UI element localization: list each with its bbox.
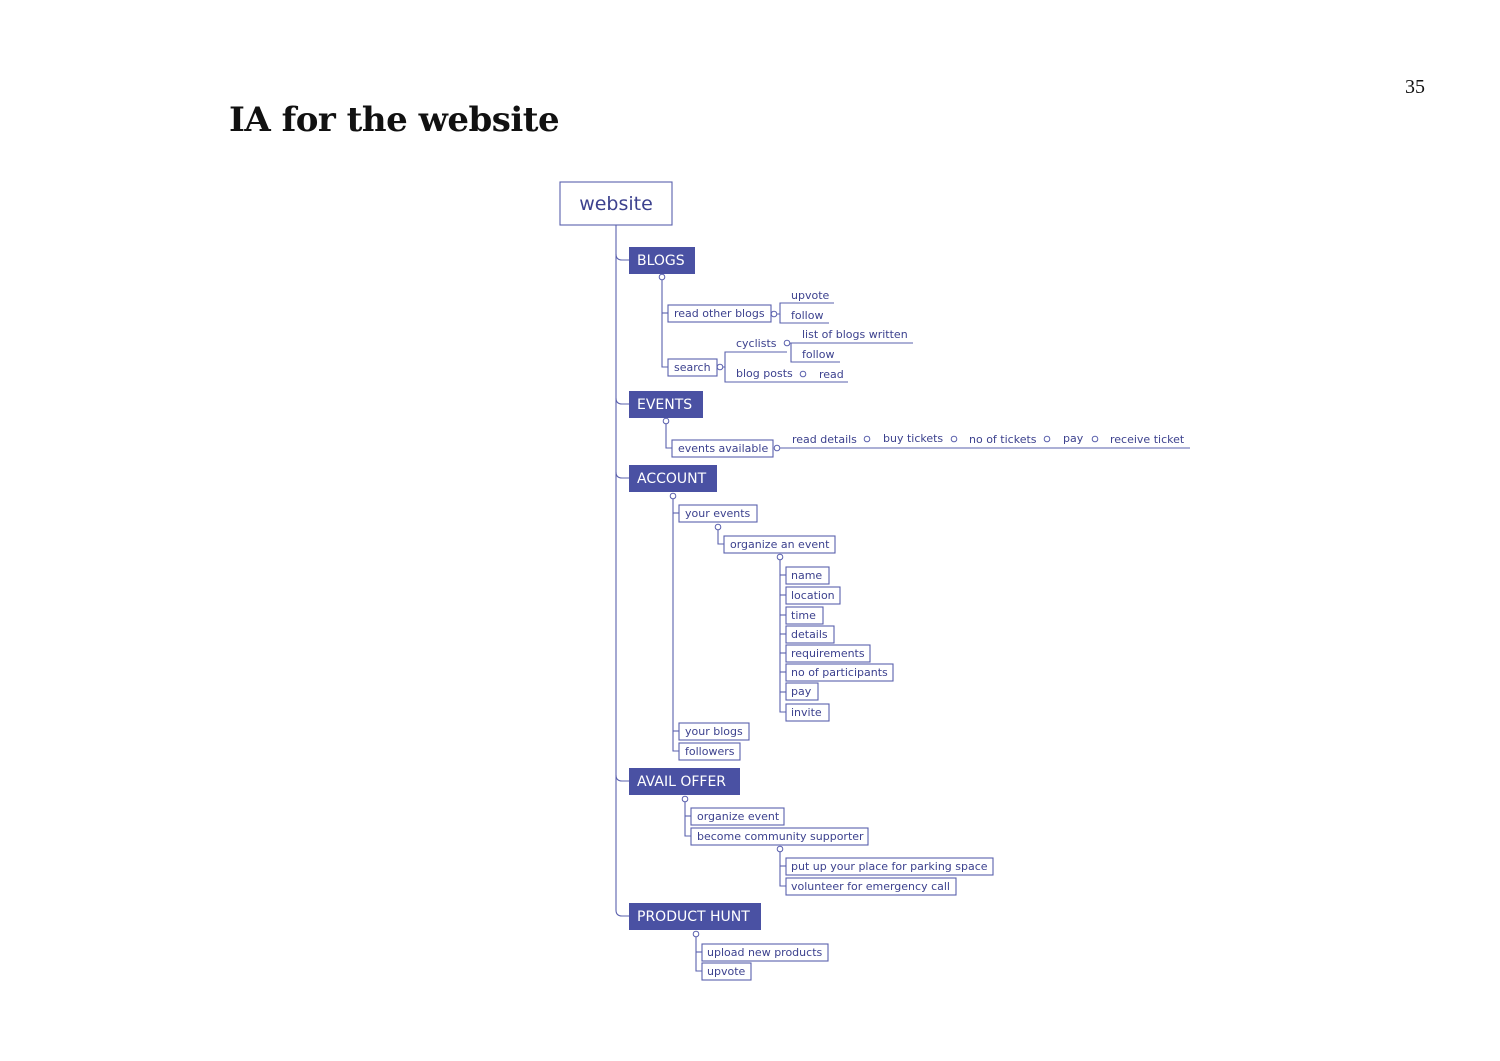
category-label: EVENTS <box>637 397 692 413</box>
node-location: location <box>785 586 841 605</box>
node-label: followers <box>685 745 735 758</box>
node-upvote: upvote <box>791 289 830 302</box>
node-requirements: requirements <box>785 644 871 663</box>
category-label: BLOGS <box>637 253 685 269</box>
node-buy-tickets: buy tickets <box>883 432 943 445</box>
node-organize-event: organize event <box>690 807 785 826</box>
node-follow: follow <box>791 309 823 322</box>
node-search: search <box>667 358 718 377</box>
node-label: upload new products <box>707 946 823 959</box>
node-put-up-parking-space: put up your place for parking space <box>785 857 994 876</box>
node-label: no of participants <box>791 666 888 679</box>
category-account: ACCOUNT <box>629 465 717 492</box>
node-label: events available <box>678 442 768 455</box>
node-upvote: upvote <box>701 962 752 981</box>
node-label: upvote <box>707 965 746 978</box>
category-product-hunt: PRODUCT HUNT <box>629 903 761 930</box>
category-label: AVAIL OFFER <box>637 774 726 790</box>
node-your-blogs: your blogs <box>678 722 750 741</box>
category-blogs: BLOGS <box>629 247 695 274</box>
node-details: details <box>785 625 835 644</box>
node-root-label: website <box>579 193 653 215</box>
node-label: requirements <box>791 647 865 660</box>
category-label: ACCOUNT <box>637 471 707 487</box>
node-time: time <box>785 606 824 625</box>
node-your-events: your events <box>678 504 758 523</box>
node-follow: follow <box>802 348 834 361</box>
node-label: put up your place for parking space <box>791 860 988 873</box>
node-events-available: events available <box>671 439 774 458</box>
node-label: your events <box>685 507 751 520</box>
node-receive-ticket: receive ticket <box>1110 433 1185 446</box>
node-volunteer-emergency-call: volunteer for emergency call <box>785 877 957 896</box>
node-root-website: website <box>559 181 673 226</box>
node-label: invite <box>791 706 822 719</box>
node-label: search <box>674 361 711 374</box>
connector-dots <box>658 273 1099 938</box>
node-name: name <box>785 566 830 585</box>
node-become-community-supporter: become community supporter <box>690 827 869 846</box>
node-pay: pay <box>785 682 819 701</box>
node-label: your blogs <box>685 725 743 738</box>
node-label: become community supporter <box>697 830 864 843</box>
page-title: IA for the website <box>229 100 560 140</box>
node-read-details: read details <box>792 433 857 446</box>
category-label: PRODUCT HUNT <box>637 909 750 925</box>
node-read: read <box>819 368 844 381</box>
node-label: read other blogs <box>674 307 765 320</box>
category-events: EVENTS <box>629 391 703 418</box>
node-no-of-participants: no of participants <box>785 663 894 682</box>
node-label: organize event <box>697 810 780 823</box>
node-organize-an-event: organize an event <box>723 535 836 554</box>
node-label: location <box>791 589 835 602</box>
node-cyclists: cyclists <box>736 337 777 350</box>
node-followers: followers <box>678 742 741 761</box>
page-number: 35 <box>1405 76 1425 98</box>
node-blog-posts: blog posts <box>736 367 793 380</box>
node-label: details <box>791 628 828 641</box>
node-label: name <box>791 569 822 582</box>
node-pay: pay <box>1063 432 1084 445</box>
node-label: time <box>791 609 816 622</box>
category-avail-offer: AVAIL OFFER <box>629 768 740 795</box>
node-label: pay <box>791 685 812 698</box>
node-label: organize an event <box>730 538 830 551</box>
node-label: volunteer for emergency call <box>791 880 950 893</box>
node-list-of-blogs-written: list of blogs written <box>802 328 908 341</box>
node-no-of-tickets: no of tickets <box>969 433 1037 446</box>
node-read-other-blogs: read other blogs <box>667 304 772 323</box>
node-invite: invite <box>785 703 830 722</box>
node-upload-new-products: upload new products <box>701 943 829 962</box>
